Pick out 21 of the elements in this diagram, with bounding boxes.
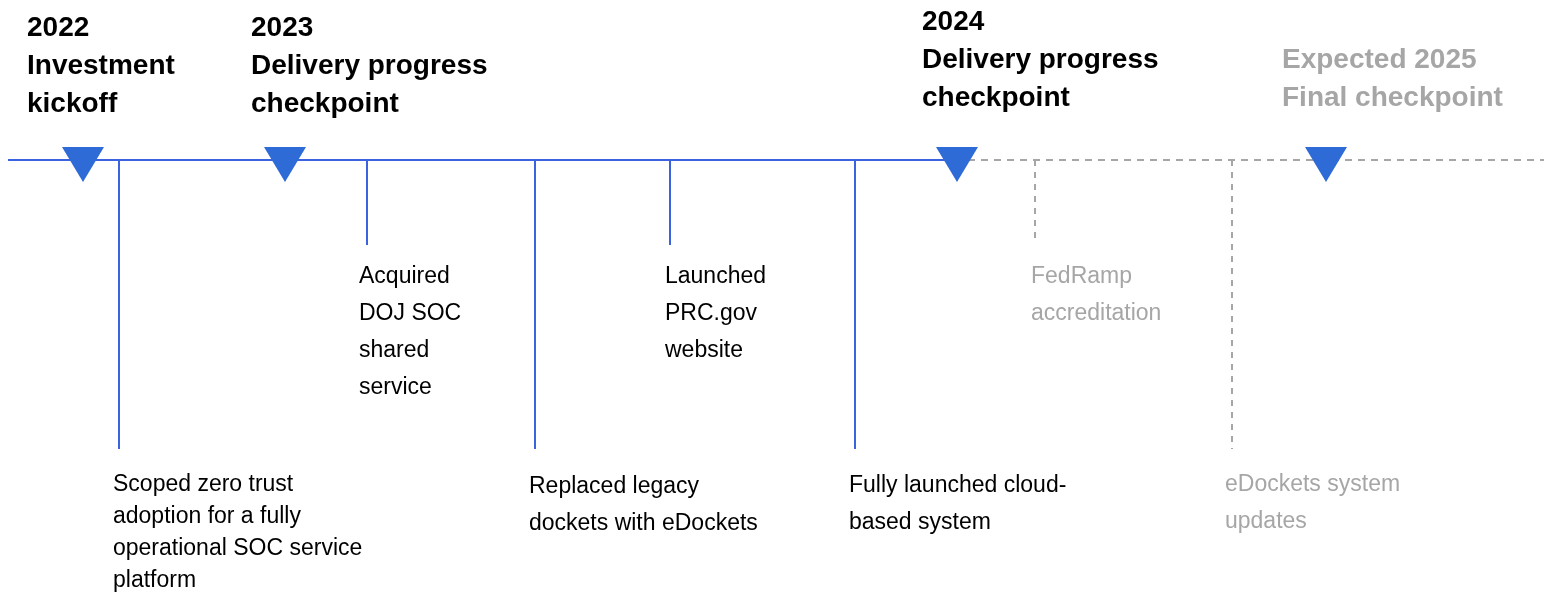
event-text: Launched PRC.gov website: [665, 261, 768, 364]
leader-line: [534, 159, 536, 450]
milestone-year: 2023: [251, 10, 315, 44]
leader-line: [118, 159, 120, 450]
event-text: Replaced legacy dockets with eDockets: [529, 471, 759, 537]
milestone-title: Delivery progress checkpoint: [251, 48, 489, 120]
leader-line: [1231, 159, 1233, 450]
milestone-title: Final checkpoint: [1282, 80, 1504, 114]
milestone-year: 2022: [27, 10, 91, 44]
event-text: FedRamp accreditation: [1031, 261, 1163, 327]
milestone-title: Investment kickoff: [27, 48, 176, 120]
leader-line: [669, 159, 671, 246]
event-text: eDockets system updates: [1225, 469, 1402, 535]
milestone-year: Expected 2025: [1282, 42, 1478, 76]
leader-line: [854, 159, 856, 450]
event-text: Acquired DOJ SOC shared service: [359, 261, 463, 401]
event-text: Fully launched cloud-based system: [849, 470, 1068, 536]
event-text: Scoped zero trust adoption for a fully operational SOC service platform: [113, 469, 363, 593]
leader-line: [366, 159, 368, 246]
milestone-year: 2024: [922, 4, 986, 38]
milestone-title: Delivery progress checkpoint: [922, 42, 1160, 114]
